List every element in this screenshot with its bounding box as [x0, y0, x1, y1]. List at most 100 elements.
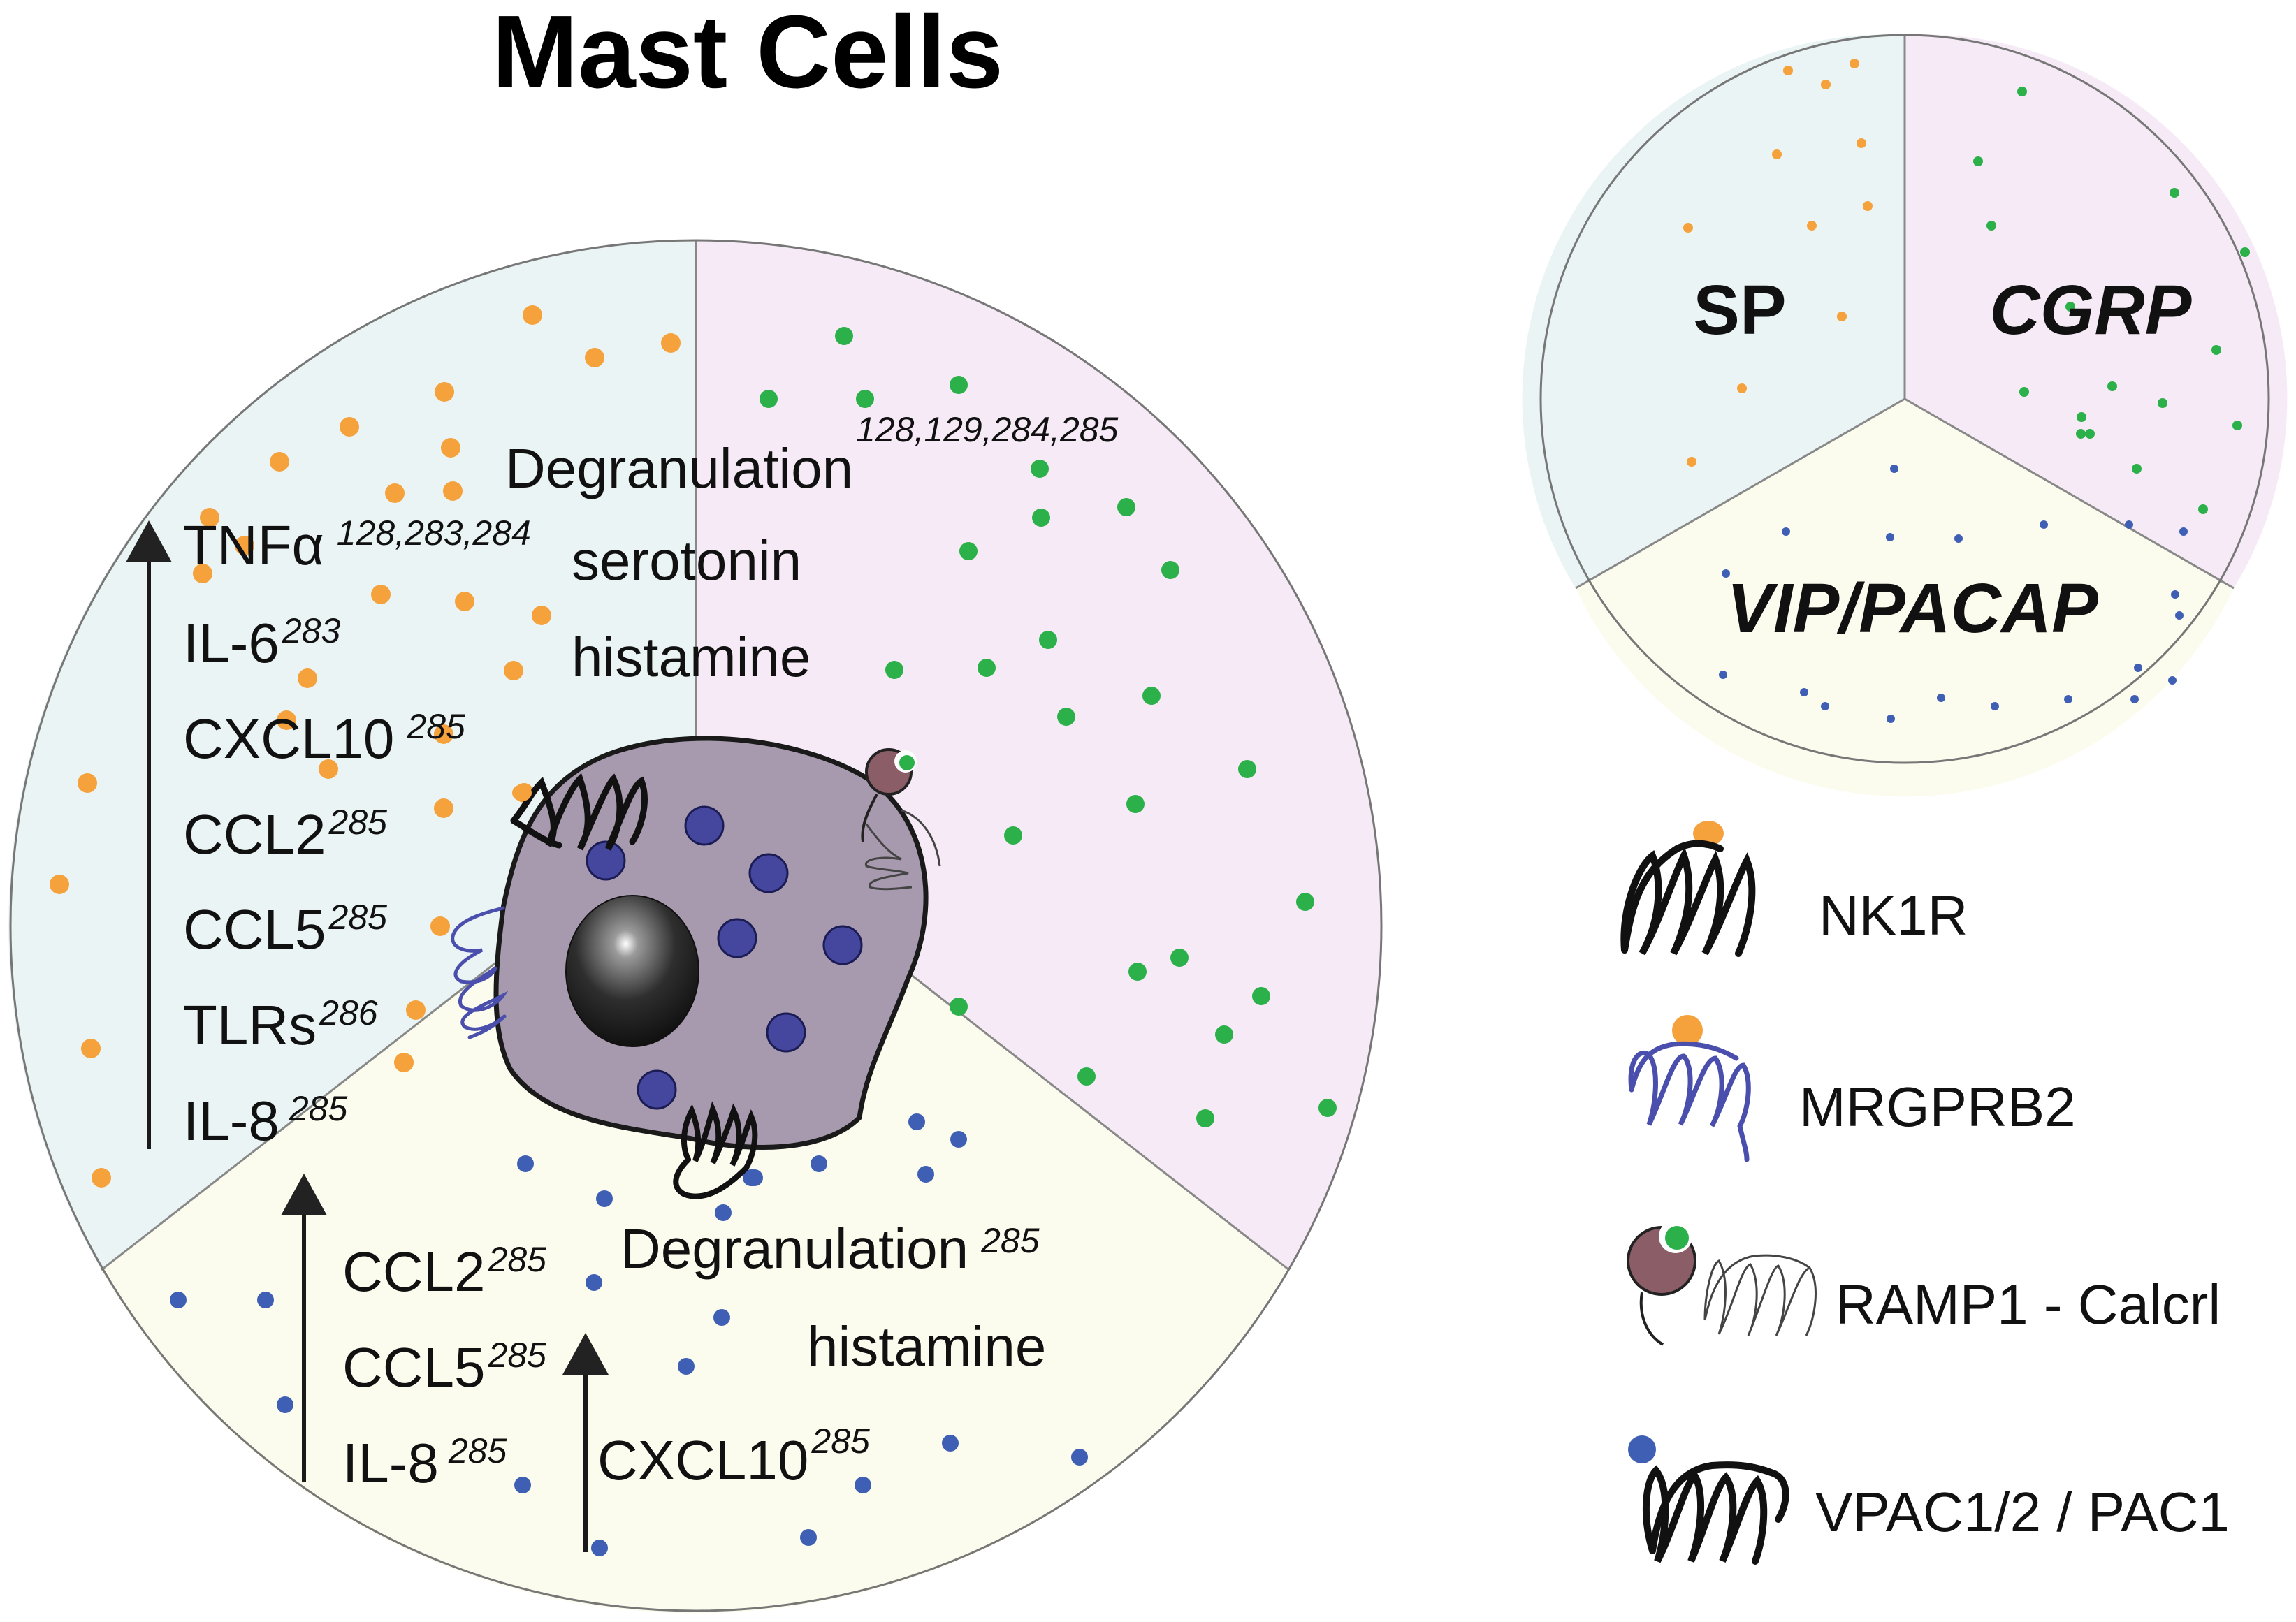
- key-substance-p-dot: [1837, 312, 1847, 321]
- key-cgrp-dot: [2017, 87, 2027, 96]
- substance-p-dot: [434, 724, 453, 744]
- key-dots: [1683, 59, 2250, 723]
- substance-p-dot: [385, 483, 405, 503]
- substance-p-dot: [81, 1039, 101, 1058]
- legend: NK1R MRGPRB2 RAMP1 - Calcrl: [1620, 821, 2230, 1565]
- key-cgrp-dot: [1986, 221, 1996, 231]
- substance-p-dot: [200, 508, 219, 527]
- substance-p-dot: [193, 564, 212, 583]
- cgrp-dot: [1117, 498, 1135, 516]
- key-cgrp-dot: [2065, 302, 2075, 312]
- sp-increase-arrow-head: [126, 520, 172, 562]
- key-cgrp-dot: [2077, 412, 2086, 422]
- key-vip-pacap-dot: [2175, 611, 2184, 620]
- cgrp-dot: [1238, 760, 1256, 778]
- granule: [586, 840, 626, 881]
- key-vip-pacap-dot: [1719, 671, 1727, 679]
- main-circle-outline: [9, 239, 1383, 1612]
- key-vip-pacap-dot: [1937, 694, 1945, 702]
- granule: [766, 1012, 806, 1053]
- substance-p-bound: [512, 784, 532, 801]
- key-circle: SP CGRP VIP/PACAP: [1522, 34, 2288, 797]
- key-cgrp-dot: [2232, 421, 2242, 430]
- key-cgrp-dot: [2198, 504, 2208, 514]
- nk1r-receptor-icon: [1620, 821, 1756, 957]
- substance-p-dot: [661, 333, 681, 353]
- sp-region: [8, 240, 697, 1270]
- sp-item-tlrs: TLRs286: [183, 993, 378, 1056]
- substance-p-dot: [435, 382, 454, 402]
- cgrp-dot: [978, 659, 996, 677]
- cgrp-dot: [1126, 795, 1145, 813]
- vip-pacap-dot: [277, 1396, 293, 1413]
- vpac-on-cell-icon: [673, 1101, 758, 1199]
- key-cgrp-dot: [2107, 381, 2117, 391]
- vip-histamine: histamine: [807, 1315, 1046, 1378]
- substance-p-dot: [430, 916, 450, 936]
- key-vip-pacap-dot: [1821, 702, 1829, 710]
- vip-pacap-dot: [596, 1190, 613, 1207]
- cgrp-dot: [959, 542, 978, 560]
- cgrp-region: [696, 240, 1382, 1270]
- vip-pacap-dot: [713, 1309, 730, 1326]
- granule: [684, 805, 725, 846]
- substance-p-dot: [235, 536, 254, 555]
- key-substance-p-dot: [1807, 221, 1817, 231]
- cgrp-dot: [1031, 460, 1049, 478]
- cgrp-dot: [1161, 561, 1179, 579]
- nk1r-on-cell-icon: [510, 773, 648, 851]
- cgrp-dot: [1170, 949, 1189, 967]
- cgrp-effects: 128,129,284,285 Degranulation serotonin …: [505, 410, 1119, 688]
- cgrp-degranulation: Degranulation: [505, 437, 853, 499]
- vip-pacap-dot: [170, 1292, 187, 1308]
- vip-pacap-dot: [800, 1529, 817, 1546]
- vip-pacap-dot: [257, 1292, 274, 1308]
- vip-cxcl10: CXCL10285: [597, 1422, 870, 1491]
- key-vip-pacap-dot: [2168, 676, 2177, 685]
- cgrp-histamine: histamine: [572, 626, 811, 688]
- mrgprb2-receptor-icon: [1628, 1015, 1751, 1162]
- substance-p-dot: [523, 305, 542, 325]
- substance-p-dot: [277, 710, 296, 730]
- vip-pacap-dot: [678, 1358, 695, 1375]
- key-cgrp-dot: [2158, 398, 2167, 408]
- legend-label-ramp1-calcrl: RAMP1 - Calcrl: [1836, 1273, 2221, 1336]
- key-vip-pacap-dot: [2179, 527, 2188, 536]
- key-vip-pacap-dot: [1954, 534, 1963, 543]
- mrgprb2-on-cell-icon: [451, 906, 509, 1039]
- vip-pacap-dot: [1071, 1449, 1088, 1466]
- key-vip-pacap-dot: [1722, 569, 1730, 578]
- cgrp-dot: [1077, 1067, 1096, 1086]
- key-divider-left: [1575, 397, 1905, 590]
- key-cgrp-dot: [2019, 387, 2029, 397]
- substance-p-dot: [340, 417, 359, 437]
- substance-p-dot: [434, 798, 453, 818]
- vip-item-ccl2: CCL2285: [342, 1240, 546, 1303]
- granule: [822, 925, 863, 965]
- main-circle: [8, 239, 1383, 1614]
- key-cgrp-dot: [2240, 247, 2250, 257]
- substance-p-dot: [270, 452, 289, 472]
- key-divider-right: [1904, 397, 2235, 590]
- substance-p-dot: [78, 773, 97, 793]
- legend-label-mrgprb2: MRGPRB2: [1799, 1076, 2076, 1138]
- key-vip-pacap-dot: [1782, 527, 1790, 536]
- substance-p-dot: [92, 1168, 111, 1188]
- key-cgrp-dot: [2085, 429, 2095, 439]
- granule: [717, 918, 757, 958]
- cgrp-dot: [1039, 631, 1057, 649]
- key-cgrp-dot: [2211, 345, 2221, 355]
- mast-cell: [451, 736, 941, 1199]
- substance-p-dot: [371, 585, 391, 604]
- vip-pacap-dot: [950, 1131, 967, 1148]
- vip-pacap-dot: [517, 1155, 534, 1172]
- key-vip-pacap-dot: [2040, 520, 2048, 529]
- cgrp-dot: [950, 376, 968, 394]
- cgrp-dot: [1128, 963, 1147, 981]
- legend-label-nk1r: NK1R: [1819, 884, 1968, 947]
